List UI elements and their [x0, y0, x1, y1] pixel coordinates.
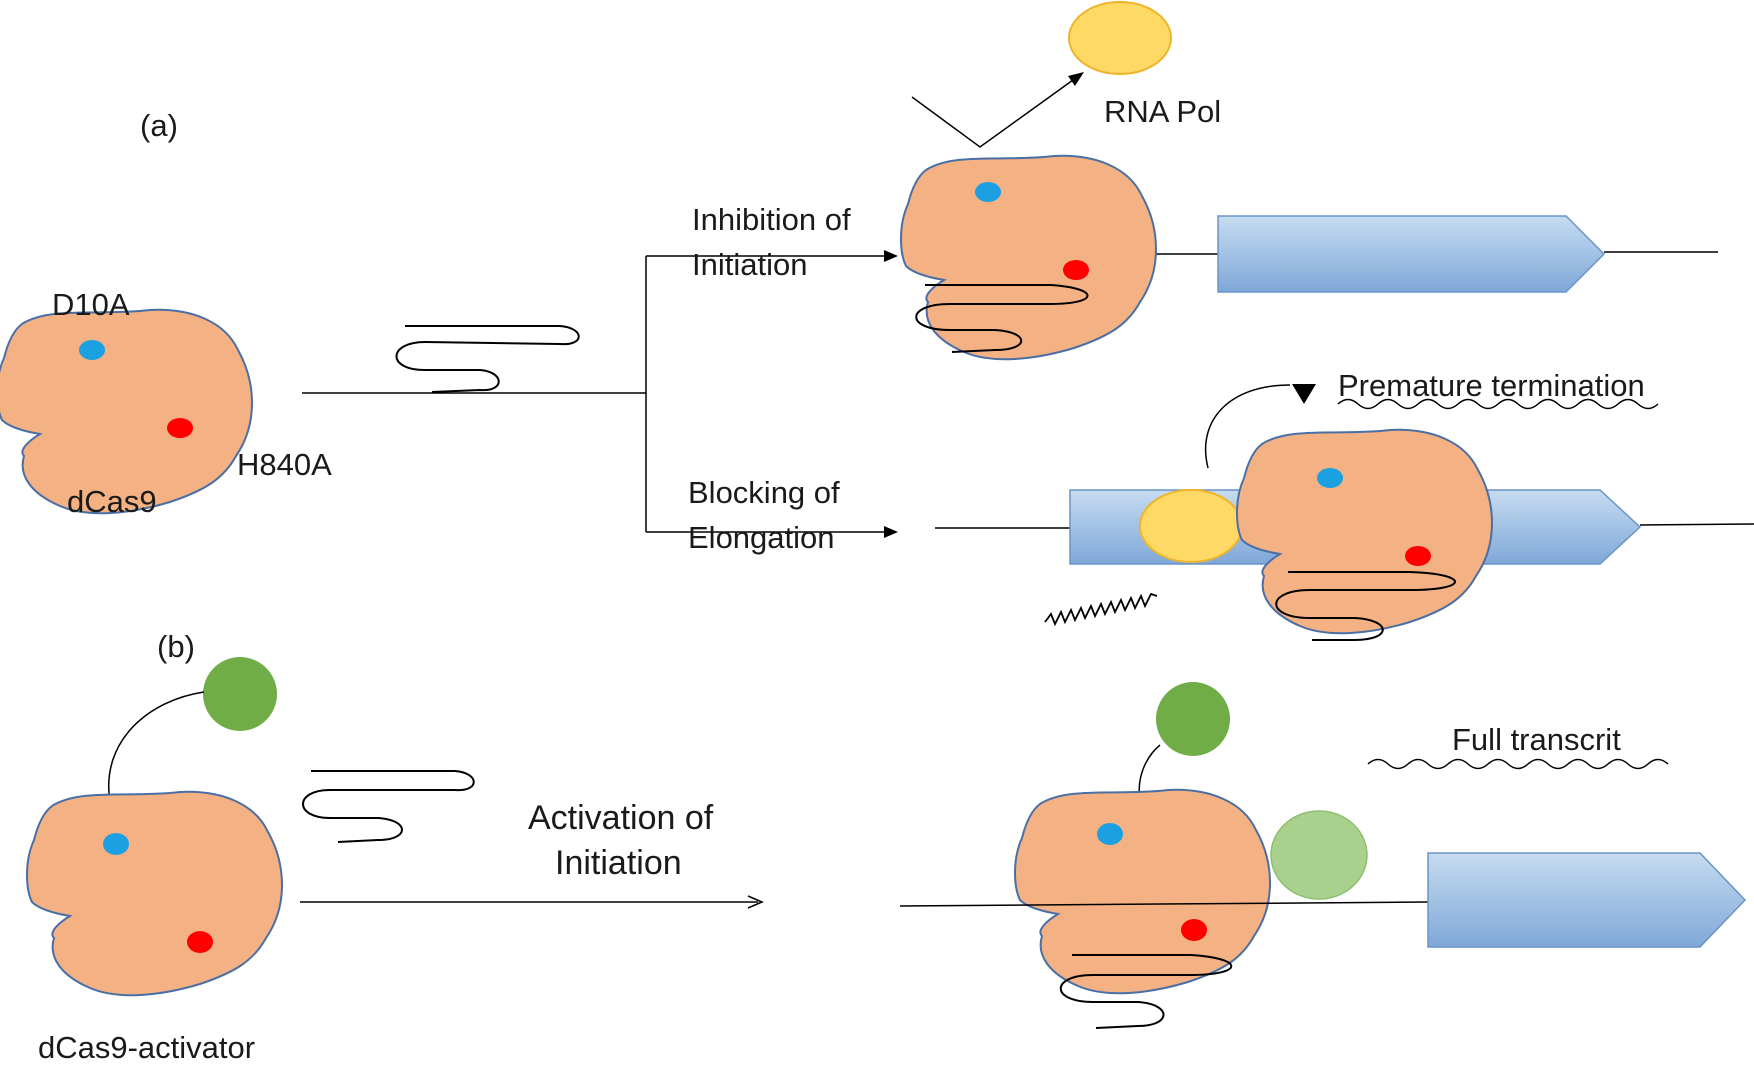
inhibition-line1: Inhibition of: [692, 202, 851, 237]
guide-rna-top: [915, 284, 1089, 353]
nascent-rna: [1044, 592, 1158, 627]
full-transcript-label: Full transcrit: [1452, 722, 1621, 757]
panel-a-label: (a): [140, 108, 178, 143]
h840a-site-dot-bottom: [1405, 546, 1431, 566]
inhibition-line2: Initiation: [692, 247, 807, 282]
rna-pol-label: RNA Pol: [1104, 94, 1221, 129]
activation-line1: Activation of: [528, 799, 714, 837]
termination-arrowhead: [1292, 384, 1316, 404]
d10a-site-dot-bottom: [1317, 468, 1343, 488]
guide-rna: [395, 325, 580, 393]
activation-line2: Initiation: [555, 844, 682, 882]
blocking-line2: Elongation: [688, 520, 835, 555]
activation-arrowhead: [747, 895, 764, 909]
gene-top: [1217, 215, 1606, 293]
dna-bottom-end: [1639, 523, 1754, 526]
gene-b: [1427, 852, 1747, 948]
blocking-line1: Blocking of: [688, 475, 840, 510]
h840a-site-dot: [167, 418, 193, 438]
dcas9-blocking: [1236, 428, 1493, 635]
dcas9-protein: [0, 308, 253, 515]
guide-rna-b-bound: [1060, 954, 1233, 1029]
recruited-rna-pol: [1270, 810, 1368, 900]
rna-pol-stalled: [1139, 489, 1243, 563]
rna-pol-free: [1068, 1, 1172, 75]
guide-rna-bottom: [1275, 571, 1456, 641]
dcas9-activator-bound: [1014, 788, 1271, 995]
activator-domain-bound: [1156, 682, 1230, 756]
h840a-label: H840A: [237, 447, 332, 482]
guide-rna-b: [302, 770, 475, 843]
dcas9-activator-protein: [26, 790, 283, 997]
termination-curve-arrow: [1204, 384, 1291, 469]
panel-b-label: (b): [157, 629, 195, 664]
d10a-site-dot-top: [975, 182, 1001, 202]
activator-linker: [108, 691, 205, 803]
d10a-site-dot-b: [103, 833, 129, 855]
activator-domain: [203, 657, 277, 731]
h840a-site-dot-top: [1063, 260, 1089, 280]
d10a-site-dot: [79, 340, 105, 360]
release-arrow: [911, 79, 1074, 148]
branch-top-arrowhead: [884, 250, 898, 262]
dcas9-activator-label: dCas9-activator: [38, 1030, 255, 1065]
d10a-site-dot-b-bound: [1097, 823, 1123, 845]
dna-b: [899, 901, 1429, 907]
dcas9-at-promoter: [900, 154, 1157, 361]
truncated-transcript: [1337, 398, 1659, 410]
branch-bottom-arrowhead: [884, 526, 898, 538]
release-arrowhead: [1068, 72, 1084, 86]
d10a-label: D10A: [52, 287, 130, 322]
premature-termination-label: Premature termination: [1338, 368, 1645, 403]
dcas9-label: dCas9: [67, 484, 157, 519]
h840a-site-dot-b: [187, 931, 213, 953]
full-transcript-wave: [1367, 758, 1669, 770]
h840a-site-dot-b-bound: [1181, 919, 1207, 941]
